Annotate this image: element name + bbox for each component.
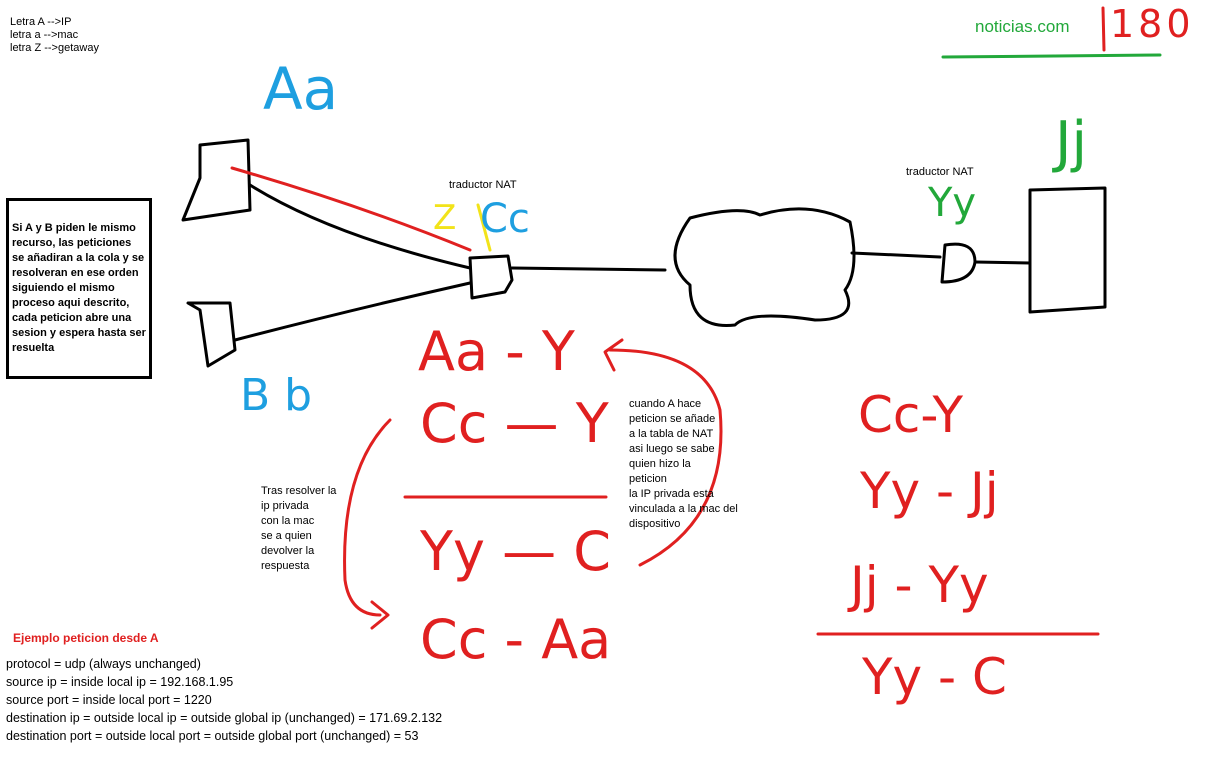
device-b-shape	[186, 301, 237, 368]
server-shape	[1028, 186, 1107, 314]
link-cloud-nat	[850, 251, 942, 259]
queue-note-text: Si A y B piden le mismo recurso, las pet…	[12, 222, 146, 354]
table-left-row: Aa - Y	[418, 320, 575, 383]
example-line: source ip = inside local ip = 192.168.1.…	[6, 675, 234, 689]
example-line: protocol = udp (always unchanged)	[6, 657, 201, 671]
legend-line: letra Z -->getaway	[10, 42, 99, 54]
nat-left-caption: traductor NAT	[449, 179, 517, 191]
table-left-row: Cc - Aa	[420, 608, 612, 671]
table-left-row: Yy — C	[420, 520, 611, 583]
table-left-row: Cc — Y	[420, 392, 609, 455]
legend: Letra A -->IP letra a -->mac letra Z -->…	[10, 16, 99, 55]
example-line: destination port = outside local port = …	[6, 729, 419, 743]
nat-left-shape	[468, 254, 514, 300]
example-lines: protocol = udp (always unchanged) source…	[6, 655, 442, 745]
request-path-line	[230, 166, 472, 252]
note-line: ip privada	[261, 500, 309, 512]
link-nat-server	[973, 260, 1032, 265]
nat-table-note: cuando A hace peticion se añade a la tab…	[629, 397, 738, 532]
server-jj-label: Jj	[1055, 110, 1088, 175]
number-divider	[1101, 6, 1106, 52]
device-a-label: Aa	[263, 55, 339, 123]
note-line: devolver la	[261, 545, 315, 557]
table-right-row: Yy - Jj	[860, 462, 999, 520]
internet-cloud	[673, 207, 856, 327]
note-line: a la tabla de NAT	[629, 428, 714, 440]
link-b-nat	[233, 281, 472, 342]
note-line: respuesta	[261, 560, 310, 572]
note-line: quien hizo la	[629, 458, 691, 470]
table-right-row: Jj - Yy	[850, 556, 989, 614]
return-arrow-head	[370, 600, 390, 630]
nat-table-arrow	[608, 348, 723, 567]
note-line: dispositivo	[629, 518, 681, 530]
device-a-shape	[181, 138, 252, 222]
return-arrow-left	[343, 418, 392, 617]
note-line: asi luego se sabe	[629, 443, 715, 455]
example-line: destination ip = outside local ip = outs…	[6, 711, 443, 725]
example-line: source port = inside local port = 1220	[6, 693, 212, 707]
note-line: vinculada a la mac del	[629, 503, 738, 515]
nat-table-arrow-head	[603, 338, 624, 372]
nat-right-yy-label: Yy	[928, 180, 977, 226]
legend-line: Letra A -->IP	[10, 16, 72, 28]
table-right-row: Cc-Y	[858, 386, 964, 444]
yellow-mark	[476, 203, 492, 252]
nat-left-cc-label: Cc	[480, 196, 530, 242]
site-name: noticias.com	[975, 17, 1070, 36]
nat-right-caption: traductor NAT	[906, 166, 974, 178]
note-line: se a quien	[261, 530, 312, 542]
queue-note-box: Si A y B piden le mismo recurso, las pet…	[6, 198, 152, 379]
note-line: Tras resolver la	[261, 485, 337, 497]
note-line: con la mac	[261, 515, 315, 527]
device-b-label: B b	[240, 370, 313, 421]
example-title: Ejemplo peticion desde A	[13, 631, 159, 645]
table-right-row: Yy - C	[862, 648, 1007, 706]
note-line: cuando A hace	[629, 398, 702, 410]
site-underline	[941, 53, 1162, 59]
site-number: 180	[1110, 2, 1195, 46]
resolve-note: Tras resolver la ip privada con la mac s…	[261, 484, 336, 574]
note-line: peticion se añade	[629, 413, 716, 425]
nat-left-z-label: Z	[433, 198, 457, 238]
link-a-nat	[248, 183, 472, 270]
nat-right-shape	[940, 242, 977, 284]
note-line: peticion	[629, 473, 667, 485]
link-nat-cloud	[510, 266, 667, 272]
legend-line: letra a -->mac	[10, 29, 79, 41]
note-line: la IP privada esta	[629, 488, 714, 500]
